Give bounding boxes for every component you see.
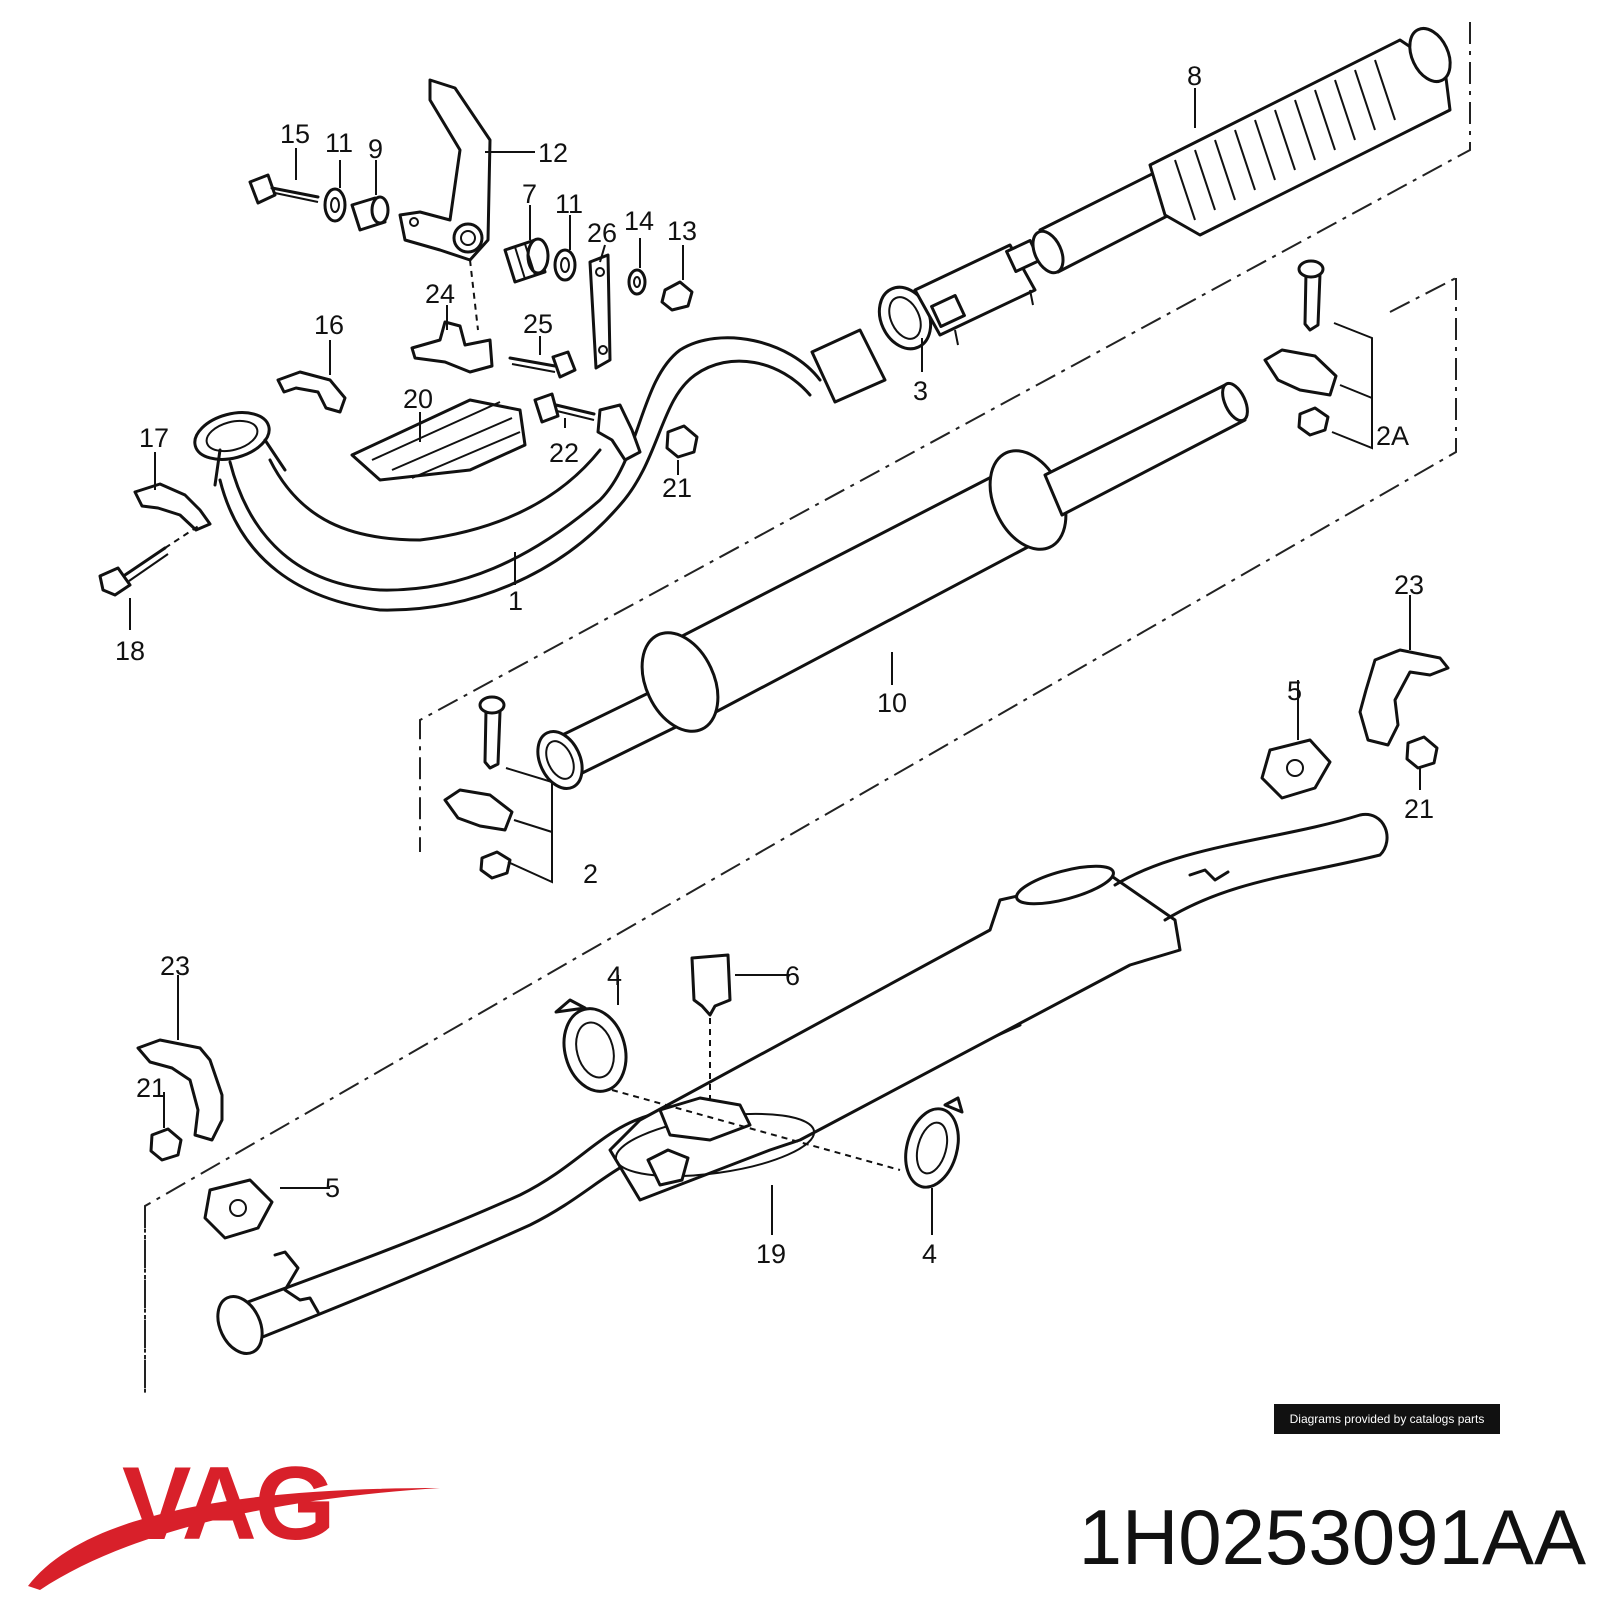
gasket-4a [554, 998, 628, 1093]
callout-2: 2 [583, 859, 598, 889]
callout-4b: 4 [922, 1239, 937, 1269]
callout-21c: 21 [136, 1073, 166, 1103]
bolt-18 [98, 524, 201, 597]
clamp-assembly-2A [1263, 259, 1373, 450]
vag-logo-text: VAG [122, 1446, 336, 1562]
clamp-16 [276, 370, 347, 414]
callout-2A: 2A [1376, 421, 1409, 451]
callout-4a: 4 [607, 961, 622, 991]
strap-26 [588, 253, 612, 370]
callout-14: 14 [624, 206, 654, 236]
clamp-17 [133, 482, 212, 532]
washer-11b [553, 248, 577, 282]
callout-26: 26 [587, 218, 617, 248]
part-number: 1H0253091AA [1078, 1493, 1586, 1581]
bolt-25 [508, 350, 577, 379]
nut-13 [660, 280, 694, 312]
rubber-mount-5a [1260, 738, 1332, 800]
washer-14 [627, 268, 647, 296]
callout-11a: 11 [325, 128, 353, 158]
callout-13: 13 [667, 216, 697, 246]
nut-21c [149, 1127, 183, 1162]
callout-10: 10 [877, 688, 907, 718]
rubber-mount-5b [203, 1178, 274, 1240]
callout-20: 20 [403, 384, 433, 414]
pipe-clamp [877, 239, 1041, 351]
callout-22: 22 [549, 438, 579, 468]
gasket-4b [904, 1096, 964, 1189]
callout-11b: 11 [555, 189, 583, 219]
callout-23a: 23 [1394, 570, 1424, 600]
assembly-boundary-lines [144, 22, 1471, 1394]
callout-18: 18 [115, 636, 145, 666]
callout-12: 12 [538, 138, 568, 168]
pipe-clip [596, 403, 642, 462]
bracket-24 [410, 320, 494, 374]
spacer-9 [350, 195, 390, 232]
mount-bracket [611, 1089, 901, 1187]
bolt-15 [248, 173, 320, 205]
callout-3: 3 [913, 376, 928, 406]
leader-lines [129, 88, 1421, 1235]
vag-logo-swoosh [28, 1488, 440, 1590]
callout-8: 8 [1187, 61, 1202, 91]
callout-9: 9 [368, 134, 383, 164]
rubber-bushing-7 [503, 237, 550, 284]
rear-muffler [216, 813, 1389, 1355]
callout-1: 1 [508, 586, 523, 616]
callout-6: 6 [785, 961, 800, 991]
callout-7: 7 [522, 179, 537, 209]
bump-stop-6 [690, 953, 732, 1120]
hanger-23a [1358, 648, 1450, 747]
nut-21b [1405, 735, 1439, 770]
callout-24: 24 [425, 279, 455, 309]
callout-labels: 1 2 2A 3 4 4 5 5 6 7 8 9 10 11 11 12 13 … [115, 61, 1434, 1269]
hanger-bracket [398, 78, 492, 331]
washer-11a [323, 187, 347, 223]
clamp-assembly-2 [443, 695, 553, 884]
callout-17: 17 [139, 423, 169, 453]
callout-15: 15 [280, 119, 310, 149]
bolt-22 [533, 392, 596, 424]
catalog-credit-badge: Diagrams provided by catalogs parts [1274, 1404, 1500, 1434]
callout-19: 19 [756, 1239, 786, 1269]
center-muffler [536, 381, 1249, 790]
flex-pipe [1031, 27, 1452, 275]
callout-23b: 23 [160, 951, 190, 981]
nut-21a [665, 424, 699, 459]
callout-5a: 5 [1287, 676, 1302, 706]
callout-5b: 5 [325, 1173, 340, 1203]
callout-25: 25 [523, 309, 553, 339]
hanger-23b [136, 1038, 224, 1142]
callout-16: 16 [314, 310, 344, 340]
front-exhaust-pipe [193, 328, 887, 612]
callout-21b: 21 [1404, 794, 1434, 824]
callout-21a: 21 [662, 473, 692, 503]
